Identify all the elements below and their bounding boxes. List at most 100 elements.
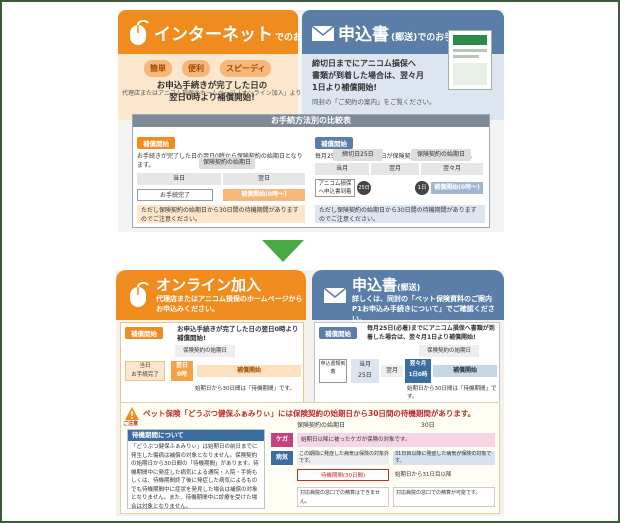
mail-col-after: 翌々月: [421, 163, 483, 175]
comparison-mail: 補償開始 毎月25日必着、翌々月1日が保険契約の始期日となります。 締切日25日…: [315, 131, 485, 225]
online-join-next: 翌日: [175, 362, 188, 369]
online-join-body: 補償開始 お申込手続きが完了した日の翌日0時より補償開始! 保険契約の始期日 当…: [120, 322, 304, 404]
after-31-label: 始期日から31日目以降: [395, 472, 452, 478]
top-panel: インターネットでのお手続き 申込書(郵送)でのお手続き 簡単 便利 スピーディ …: [118, 10, 504, 232]
warning-label: ご注意: [123, 421, 139, 427]
online-header: インターネットでのお手続き: [118, 10, 329, 54]
mail-arrive: アニコム損保へ申込書到着: [315, 179, 355, 197]
waiting-period-notice: ご注意 ペット保険「どうぶつ健保ふぁみりぃ」には保険契約の始期日から30日間の待…: [120, 402, 500, 514]
online-note: 代理店またはアニコム損保のホームページ「オンライン加入」よりお申込みください。: [122, 90, 356, 97]
online-join-header: オンライン加入 代理店またはアニコム損保のホームページからお申込みください。: [116, 270, 306, 320]
online-body: 簡単 便利 スピーディ お申込手続きが完了した日の 翌日0時より補償開始!: [118, 54, 298, 120]
mail-title: 申込書: [338, 25, 389, 45]
mail-join-after-month: 翌々月: [409, 361, 427, 367]
down-arrow-icon: [262, 240, 304, 262]
online-join-message: お申込手続きが完了した日の翌日0時より補償開始!: [177, 325, 299, 342]
mail-join-title-suffix: (郵送): [397, 283, 421, 292]
waiting-bar: 待機期間(30日間): [297, 469, 389, 481]
envelope-icon: [323, 287, 347, 303]
illness-row-covered: 31日目以降に発症した病気が保険の対象です。: [393, 451, 495, 465]
online-join-day: 当日: [139, 363, 151, 369]
footnote-covered: 対応病院の窓口での精算が可能です。: [393, 487, 495, 507]
mail-join-body: 補償開始 毎月25日(必着)までにアニコム損保へ書類が到着した場合は、翌々月1日…: [314, 322, 500, 404]
online-join-start-label: 保険契約の始期日: [175, 345, 235, 357]
mail-deadline-label: 締切日25日: [333, 149, 383, 161]
feature-pills: 簡単 便利 スピーディ: [144, 60, 272, 77]
waiting-title: 待機期間について: [128, 430, 264, 441]
mail-message-line2: 書類が到着した場合は、翌々月: [312, 71, 424, 80]
pill-convenient: 便利: [182, 60, 210, 77]
online-coverage: 補償開始(0時～): [223, 189, 305, 201]
mouse-icon: [130, 19, 149, 45]
online-join-tag: 補償開始: [125, 327, 163, 339]
mail-message: 締切日までにアニコム損保へ 書類が到着した場合は、翌々月 1日より補償開始!: [312, 58, 452, 94]
mail-title-suffix: (郵送)でのお手続き: [391, 33, 472, 43]
mouse-icon: [130, 281, 149, 307]
injury-row: 始期日以降に被ったケガが保険の対象です。: [297, 433, 495, 447]
online-join-title: オンライン加入: [156, 276, 262, 294]
waiting-headline: ペット保険「どうぶつ健保ふぁみりぃ」には保険契約の始期日から30日間の待機期間が…: [143, 409, 476, 418]
mail-day25: 25日: [357, 181, 371, 195]
envelope-icon: [311, 25, 335, 41]
pill-easy: 簡単: [144, 60, 172, 77]
mail-join-desc: 詳しくは、同封の「ペット保険資料のご案内P1お申込み手続きについて」でご確認くだ…: [352, 295, 495, 323]
mail-start-label: 保険契約の始期日: [411, 149, 471, 161]
mail-join-wait: 始期日から30日間は「待機期間」です。: [407, 386, 497, 400]
mail-message-line3: 1日より補償開始!: [312, 83, 378, 92]
waiting-timeline: 保険契約の始期日 30日 ケガ 始期日以降に被ったケガが保険の対象です。 病気 …: [271, 421, 497, 513]
comparison-table: お手続方法別の比較表 補償開始 お手続きが完了した日の翌日0時から保険契約の始期…: [132, 114, 490, 228]
mail-join-day25: 25日: [358, 372, 372, 379]
illness-row-excluded: この期間に発症した病気は保険の対象外です。: [297, 451, 390, 465]
online-join-coverage: 補償開始: [197, 365, 301, 377]
bottom-panel: オンライン加入 代理店またはアニコム損保のホームページからお申込みください。 申…: [116, 270, 504, 516]
online-join-wait: 始期日から30日間は「待機期間」です。: [195, 386, 295, 392]
mail-join-message: 毎月25日(必着)までにアニコム損保へ書類が到着した場合は、翌々月1日より補償開…: [367, 325, 495, 341]
online-coverage-tag: 補償開始: [137, 137, 175, 149]
online-done: お手続完了: [137, 189, 213, 201]
mail-col-this: 当月: [315, 163, 369, 175]
mail-join-coverage: 補償開始: [433, 365, 497, 377]
timeline-day30: 30日: [421, 422, 435, 429]
online-join-zero: 0時: [176, 371, 188, 378]
comparison-online: 補償開始 お手続きが完了した日の翌日0時から保険契約の始期日となります。 保険契…: [137, 131, 305, 225]
mail-col-next: 翌月: [371, 163, 419, 175]
comparison-title: お手続方法別の比較表: [133, 115, 489, 127]
mail-coverage-tag: 補償開始: [315, 137, 353, 149]
online-join-desc: 代理店またはアニコム損保のホームページからお申込みください。: [156, 295, 303, 313]
mail-join-start-label: 保険契約の始期日: [419, 345, 479, 357]
mail-join-header: 申込書(郵送) 詳しくは、同封の「ペット保険資料のご案内P1お申込み手続きについ…: [312, 270, 504, 323]
illness-label: 病気: [271, 451, 293, 465]
online-join-done: お手続完了: [131, 372, 159, 378]
online-message-line2: 翌日0時より補償開始!: [168, 93, 256, 103]
mail-coverage: 補償開始(0時～): [431, 182, 483, 194]
mail-comparison-note: ただし保険契約の始期日から30日間の待機期間がありますのでご注意ください。: [315, 205, 485, 223]
online-comparison-desc: お手続きが完了した日の翌日0時から保険契約の始期日となります。: [137, 153, 303, 169]
timeline-start-label: 保険契約の始期日: [297, 422, 346, 429]
online-col-day: 当日: [137, 173, 221, 185]
online-start-label: 保険契約の始期日: [199, 157, 255, 169]
pill-speedy: スピーディ: [220, 60, 272, 77]
online-comparison-note: ただし保険契約の始期日から30日間の待機期間がありますのでご注意ください。: [137, 205, 305, 223]
mail-join-title: 申込書: [352, 276, 398, 294]
waiting-text: 「どうぶつ健保ふぁみりぃ」は始期日の前日までに発生した傷病は補償の対象となりませ…: [131, 444, 259, 510]
mail-header: 申込書(郵送)でのお手続き: [302, 10, 504, 54]
online-col-next: 翌日: [223, 173, 305, 185]
injury-label: ケガ: [271, 433, 293, 447]
mail-note: 同封の「ご契約の案内」をご覧ください。: [312, 98, 436, 106]
warning-icon: [125, 407, 139, 420]
waiting-explanation: 待機期間について 「どうぶつ健保ふぁみりぃ」は始期日の前日までに発生した傷病は補…: [127, 429, 265, 510]
mail-message-line1: 締切日までにアニコム損保へ: [312, 59, 416, 68]
online-message-line1: お申込手続きが完了した日の: [156, 81, 268, 91]
brochure-image: [448, 30, 492, 90]
mail-day1: 1日: [415, 181, 429, 195]
online-message: お申込手続きが完了した日の 翌日0時より補償開始!: [132, 80, 292, 104]
mail-join-tag: 補償開始: [319, 327, 357, 339]
mail-comparison-desc: 毎月25日必着、翌々月1日が保険契約の始期日となります。: [315, 153, 476, 160]
mail-join-deadline: 申込書類到着: [319, 359, 347, 383]
mail-join-this-month: 当月: [358, 361, 371, 368]
footnote-excluded: 対応病院の窓口での精算はできません。: [297, 487, 389, 507]
online-title: インターネット: [154, 25, 273, 45]
mail-join-day1: 1日0時: [408, 372, 428, 378]
mail-join-next-month: 翌月: [381, 365, 403, 377]
